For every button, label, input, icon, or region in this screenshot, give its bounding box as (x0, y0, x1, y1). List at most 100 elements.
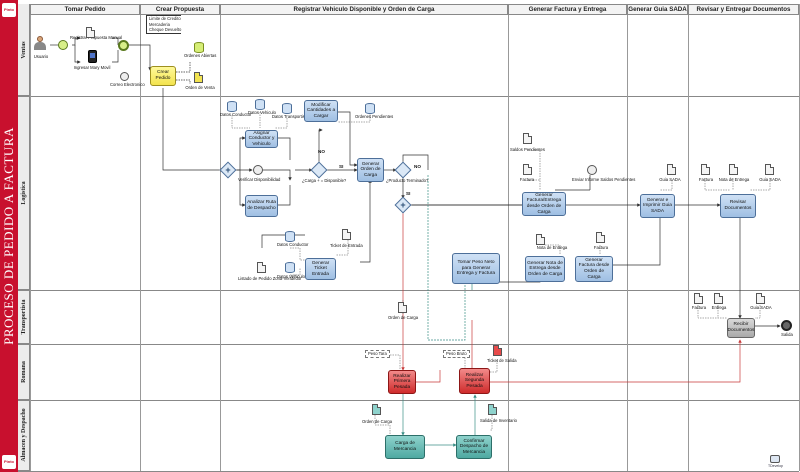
almacen-orden-carga-doc-icon (372, 404, 381, 415)
exclusive-gateway-carga[interactable] (310, 161, 328, 179)
ticket-salida-doc-icon (493, 345, 502, 356)
user-actor-label: Usuario (33, 54, 49, 59)
generar-factura-entrega-task[interactable]: Generar Factura/Entrega desde Orden de C… (522, 192, 566, 216)
start-event[interactable] (58, 40, 68, 50)
guia-sada-label: Guia SADA (659, 177, 681, 182)
column-header-crear-propuesta: Crear Propuesta (140, 4, 220, 15)
modificar-cantidades-task[interactable]: Modificar Cantidades a Cargar (304, 100, 338, 122)
lane-divider (18, 96, 799, 97)
primera-pesada-task[interactable]: Realizar Primera Pesada (388, 370, 416, 394)
datos-conductor-label: Datos Conductor (220, 112, 252, 117)
rev-guia-label: Guia SADA (759, 177, 781, 182)
ordenes-abiertas-db-icon (194, 42, 204, 53)
transp-entrega-doc-icon (714, 293, 723, 304)
peso-bruto-tag: Peso Bruto (443, 350, 470, 358)
datos-vehiculo-db-icon (255, 99, 265, 110)
plus-icon: + (400, 200, 406, 210)
revisar-documentos-task[interactable]: Revisar Documentos (720, 194, 756, 218)
end-event[interactable] (781, 320, 792, 331)
intermediate-event[interactable] (118, 40, 129, 51)
factura-label: Factura (519, 177, 535, 182)
saldos-pendientes-doc-icon (523, 133, 532, 144)
column-header-generar-factura: Generar Factura y Entrega (508, 4, 627, 15)
pool-band (0, 0, 18, 472)
generar-orden-carga-task[interactable]: Generar Orden de Carga (357, 158, 384, 182)
rev-nota-label: Nota de Entrega (718, 177, 750, 182)
user-actor-icon (34, 36, 46, 52)
enviar-informe-event-icon (587, 165, 597, 175)
nota-entrega-doc-icon (536, 234, 545, 245)
ordenes-pendientes-db-icon (365, 103, 375, 114)
column-divider (627, 4, 628, 471)
mobile-phone-icon (88, 50, 97, 63)
datos-vehiculo-label: Datos Vehiculo (248, 110, 276, 115)
ticket-entrada-label: Ticket de Entrada (330, 243, 363, 248)
asignar-conductor-task[interactable]: Asignar Conductor y Vehiculo (245, 130, 278, 148)
factura-doc-icon (523, 164, 532, 175)
datos-transportista-label: Datos Transportista (272, 114, 309, 119)
exclusive-gateway-producto[interactable] (394, 161, 412, 179)
generar-guia-sada-task[interactable]: Generar e Imprimir Guia SADA (640, 194, 675, 218)
ordenes-pendientes-label: Ordenes Pendientes (355, 114, 394, 119)
carga-mercancia-task[interactable]: Carga de Mercancia (385, 435, 425, 459)
ticket-entrada-doc-icon (342, 229, 351, 240)
lane-strip-logistica (18, 96, 30, 290)
ticket-salida-label: Ticket de Salida (487, 358, 517, 363)
recibir-documentos-task[interactable]: Recibir Documentos (727, 318, 755, 338)
no-label: NO (318, 149, 325, 154)
lane-divider (18, 400, 799, 401)
lane-strip-almacen (18, 400, 30, 471)
column-header-generar-guia: Generar Guia SADA (627, 4, 688, 15)
listado-pedido-label: Listado de Pedido Zona-Vendedor (238, 276, 302, 281)
salida-inventario-doc-icon (488, 404, 497, 415)
transp-guia-doc-icon (756, 293, 765, 304)
column-divider (220, 4, 221, 471)
enviar-informe-label: Enviar Informe Saldos Pendientes (572, 177, 636, 182)
datos-conductor-db-icon-2 (285, 231, 295, 242)
ordenes-abiertas-label: Ordenes Abiertas (184, 53, 217, 58)
generar-nota-entrega-task[interactable]: Generar Nota de Entrega desde Orden de C… (525, 256, 565, 282)
verificar-label: Verificar Disponibilidad (238, 177, 281, 182)
rev-nota-doc-icon (729, 164, 738, 175)
analizar-ruta-task[interactable]: Analizar Ruta de Despacho (245, 195, 278, 217)
pool-logo-top: Pinto (2, 3, 16, 17)
checklist-item: Limite de Credito (149, 16, 181, 21)
document-icon (86, 27, 95, 38)
no-label-2: NO (414, 164, 421, 169)
propuesta-manual-label: Registrar Propuesta Manual (70, 35, 123, 40)
column-header-registrar-vehiculo: Registrar Vehiculo Disponible y Orden de… (220, 4, 508, 15)
pool-logo-bottom: Pinto (2, 455, 16, 469)
datos-conductor-db-icon (227, 101, 237, 112)
confirmar-despacho-task[interactable]: Confirmar Despacho de Mercancia (456, 435, 492, 459)
salida-label: Salida (781, 332, 793, 337)
segunda-pesada-task[interactable]: Realizar Segunda Pesada (459, 368, 490, 394)
email-icon (120, 72, 129, 81)
column-divider (30, 4, 31, 471)
orden-carga-label: Orden de Carga (388, 315, 419, 320)
datos-conductor-label-2: Datos Conductor (277, 242, 309, 247)
factura-doc-icon-2 (596, 232, 605, 243)
datos-vehiculo-db-icon-2 (285, 262, 295, 273)
correo-label: Correo Electronico (110, 82, 145, 87)
checklist-item: Cheque Devuelto (149, 27, 182, 33)
column-divider (508, 4, 509, 471)
generar-factura-orden-task[interactable]: Generar Factura desde Orden de Carga (575, 256, 613, 282)
orden-venta-label: Orden de Venta (185, 85, 215, 90)
crear-pedido-task[interactable]: Crear Pedido (150, 66, 176, 86)
verificar-event-icon (253, 165, 263, 175)
checklist-item: Mercaderia (149, 21, 170, 27)
salida-inventario-label: Salida de Inventario (480, 418, 518, 423)
plus-icon: + (225, 165, 231, 175)
rev-guia-doc-icon (765, 164, 774, 175)
transp-factura-doc-icon (694, 293, 703, 304)
tomar-peso-task[interactable]: Tomar Peso Neto para Generar Entrega y F… (452, 253, 500, 284)
lane-strip-romana (18, 344, 30, 400)
peso-tara-tag: Peso Tara (365, 350, 390, 358)
column-divider (140, 4, 141, 471)
listado-pedido-doc-icon (257, 262, 266, 273)
watermark-logo: TDevelop (768, 455, 783, 468)
rev-factura-label: Factura (698, 177, 714, 182)
orden-carga-doc-icon (398, 302, 407, 313)
generar-ticket-task[interactable]: Generar Ticket Entrada (305, 258, 336, 280)
